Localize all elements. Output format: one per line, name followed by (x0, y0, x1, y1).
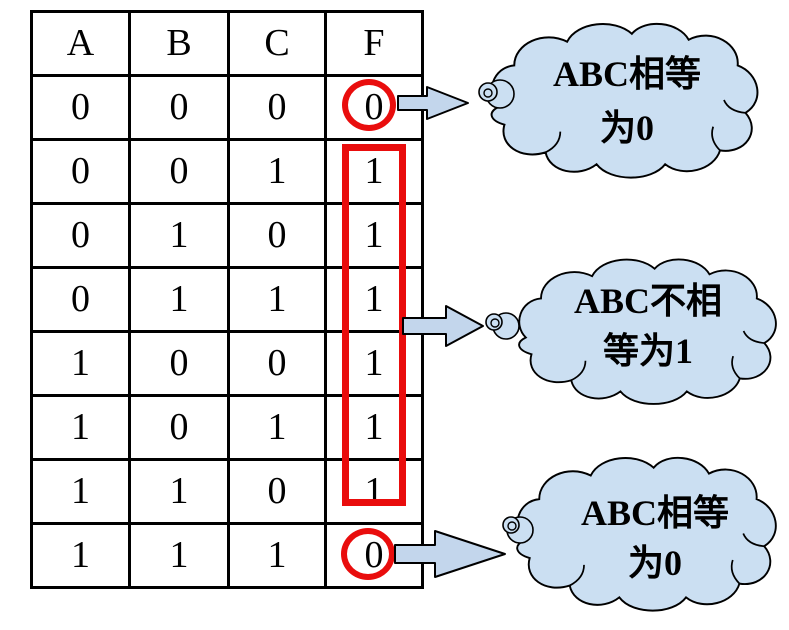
cloud-detail-arc (723, 99, 746, 114)
col-header-c: C (227, 10, 327, 77)
cloud-detail-arc (711, 126, 721, 152)
cloud-tail-middle (485, 312, 520, 340)
cell-b: 0 (128, 138, 230, 205)
callout-bottom-line1: ABC相等 (580, 493, 729, 533)
cell-f: 1 (324, 202, 424, 269)
cell-a: 1 (30, 394, 131, 461)
cell-c: 1 (227, 266, 327, 333)
cell-c: 0 (227, 202, 327, 269)
highlight-circle-f-row8 (341, 528, 395, 580)
table-header-row: A B C F (30, 10, 424, 77)
col-header-f: F (324, 10, 424, 77)
cloud-tail-bottom (502, 516, 534, 544)
cell-b: 0 (128, 394, 230, 461)
cell-b: 0 (128, 330, 230, 397)
cell-a: 1 (30, 458, 131, 525)
cloud-detail-arc (742, 330, 765, 344)
cell-a: 0 (30, 138, 131, 205)
arrow-top-icon (397, 86, 469, 120)
cell-b: 1 (128, 522, 230, 589)
arrow-middle-icon (402, 305, 484, 347)
callout-top-line1: ABC相等 (552, 54, 701, 94)
cell-a: 1 (30, 330, 131, 397)
cloud-callout-bottom (516, 456, 777, 612)
cloud-detail-arc (545, 131, 562, 154)
cell-a: 0 (30, 74, 131, 141)
cell-b: 1 (128, 266, 230, 333)
cell-b: 0 (128, 74, 230, 141)
callout-top-line2: 为0 (599, 108, 654, 148)
cloud-tail-top (478, 79, 515, 109)
cloud-detail-arc (742, 533, 765, 548)
cloud-detail-arc (569, 564, 585, 587)
cell-c: 1 (227, 394, 327, 461)
cloud-detail-arc (730, 559, 741, 585)
cell-f: 1 (324, 266, 424, 333)
col-header-b: B (128, 10, 230, 77)
callout-bottom-text: ABC相等 为0 (525, 488, 785, 588)
cell-b: 1 (128, 202, 230, 269)
table-row: 1 0 0 1 (30, 330, 424, 397)
cell-c: 1 (227, 138, 327, 205)
callout-middle-text: ABC不相 等为1 (518, 276, 778, 376)
table-row: 1 1 0 1 (30, 458, 424, 525)
table-row: 0 1 1 1 (30, 266, 424, 333)
table-row: 1 0 1 1 (30, 394, 424, 461)
cloud-detail-arc (570, 360, 587, 382)
col-header-a: A (30, 10, 131, 77)
cell-c: 0 (227, 330, 327, 397)
cell-a: 1 (30, 522, 131, 589)
callout-bottom-line2: 为0 (627, 543, 682, 583)
arrow-bottom-icon (394, 530, 506, 578)
callout-middle-line2: 等为1 (602, 331, 693, 371)
cell-f: 1 (324, 394, 424, 461)
highlight-circle-f-row1 (342, 79, 396, 131)
cell-c: 0 (227, 458, 327, 525)
cell-f: 1 (324, 330, 424, 397)
cell-a: 0 (30, 202, 131, 269)
table-row: 0 1 0 1 (30, 202, 424, 269)
cell-c: 0 (227, 74, 327, 141)
truth-table: A B C F 0 0 0 0 0 0 1 1 0 1 0 (30, 10, 424, 589)
cell-b: 1 (128, 458, 230, 525)
callout-middle-line1: ABC不相 (573, 281, 722, 321)
cell-a: 0 (30, 266, 131, 333)
cloud-callout-middle (518, 258, 777, 405)
cell-c: 1 (227, 522, 327, 589)
cloud-detail-arc (731, 355, 741, 379)
cloud-callout-top (490, 22, 759, 179)
callout-top-text: ABC相等 为0 (497, 47, 757, 155)
